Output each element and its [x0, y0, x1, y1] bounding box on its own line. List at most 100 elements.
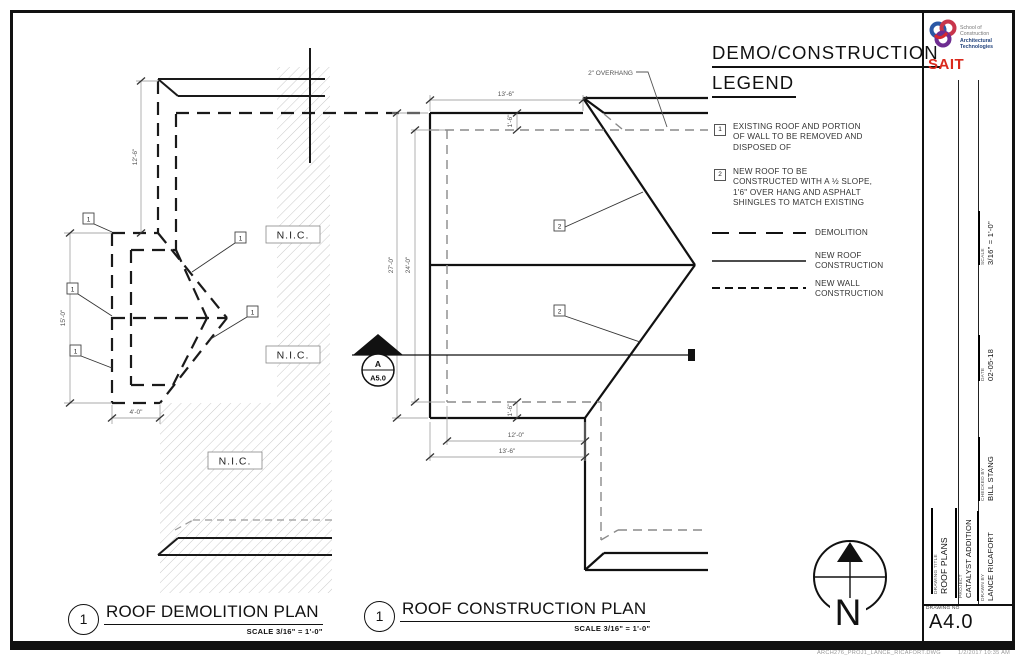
- keynote-tag: 1: [251, 310, 255, 317]
- keynote-tag: 2: [558, 224, 562, 231]
- north-label: N: [835, 592, 862, 633]
- legend-line-samples: [712, 232, 806, 289]
- nic-label: N.I.C.: [219, 456, 252, 468]
- demolition-plan-title: 1 ROOF DEMOLITION PLAN SCALE 3/16" = 1'-…: [68, 602, 323, 636]
- frame-left: [10, 10, 13, 650]
- keynote-tag: 1: [71, 287, 75, 294]
- field-separator: [978, 211, 980, 265]
- field-value: 3/16" = 1'-0": [986, 221, 995, 265]
- demo-dimension-ticks: [65, 77, 165, 422]
- construction-plan: 13'-6" 1'-6" 27'-0" 24'-0" 1'-6" 12'-0" …: [352, 70, 708, 572]
- field-separator: [955, 508, 957, 598]
- field-project: PROJECT CATALYST ADDITION: [959, 508, 978, 598]
- sait-brand-text: SAIT: [928, 56, 965, 73]
- field-value: 02-05-18: [986, 349, 995, 381]
- field-date: DATE 02-05-18: [981, 335, 1001, 381]
- field-drawing-title: DRAWING TITLE ROOF PLANS: [934, 508, 957, 594]
- dim-top-offset: 1'-6": [507, 114, 514, 128]
- keynote-tag-box: [553, 304, 566, 317]
- drawing-no-label: DRAWING NO: [926, 606, 960, 611]
- file-name-label: ARCH276_PROJ1_LANCE_RICAFORT.DWG: [817, 650, 941, 656]
- section-letter: A: [375, 359, 381, 369]
- field-checked-by: CHECKED BY BILL STANG: [981, 437, 1001, 501]
- keynote-tag: 1: [74, 349, 78, 356]
- field-value: CATALYST ADDITION: [964, 519, 973, 598]
- keynote-tag: 1: [239, 236, 243, 243]
- legend-note-text: NEW ROOF TO BE CONSTRUCTED WITH A ½ SLOP…: [733, 167, 873, 208]
- sait-org-line1: School of Construction: [960, 25, 990, 37]
- keynote-tag-box: [66, 282, 79, 295]
- dim-top: 13'-6": [498, 91, 515, 98]
- legend-title-line2: LEGEND: [712, 72, 797, 98]
- demolition-plan: 12'-6" 15'-0" 4'-0" 1 1 1 1 1 N.I.C. N.I…: [60, 48, 422, 593]
- overhang-leader: [636, 71, 668, 128]
- construction-dimension-lines: [392, 95, 586, 461]
- frame-right: [1012, 10, 1015, 650]
- section-arrow: [353, 334, 403, 355]
- plan-title-text: ROOF DEMOLITION PLAN: [104, 602, 323, 625]
- demo-dimension-lines: [64, 80, 161, 424]
- demo-demolition-dashed-lines: [110, 81, 422, 405]
- dim-left-outer: 27'-0": [388, 256, 395, 273]
- frame-top: [10, 10, 1015, 13]
- legend-title: DEMO/CONSTRUCTION LEGEND: [712, 42, 941, 102]
- nic-hatch-block: [160, 403, 332, 593]
- field-value: LANCE RICAFORT: [986, 532, 995, 601]
- frame-bottom: [10, 641, 1015, 650]
- keynote-tag-box: [82, 212, 95, 225]
- legend-note-text: EXISTING ROOF AND PORTION OF WALL TO BE …: [733, 122, 863, 152]
- plan-number-bubble: 1: [364, 601, 395, 632]
- construction-dimension-ticks: [392, 96, 590, 461]
- legend-note-tag: 2: [714, 169, 726, 181]
- demo-tags: 1 1 1 1 1: [66, 212, 259, 357]
- legend-linetype-label: NEW WALL CONSTRUCTION: [815, 279, 884, 298]
- field-separator: [931, 508, 933, 594]
- sait-logo-icon: [929, 19, 957, 48]
- construction-tag-leaders: [564, 191, 644, 343]
- dim-bottom-offset: 1'-6": [507, 403, 514, 417]
- field-scale: SCALE 3/16" = 1'-0": [981, 211, 1001, 265]
- north-arrowhead: [837, 542, 863, 562]
- legend-note-tag: 1: [714, 124, 726, 136]
- section-marker: A A5.0: [352, 334, 695, 387]
- titleblock-divider: [958, 80, 959, 604]
- field-value: BILL STANG: [986, 455, 995, 501]
- field-separator: [978, 437, 980, 501]
- nic-label-box: [207, 451, 263, 470]
- drawing-no-value: A4.0: [929, 611, 974, 633]
- keynote-tag-box: [69, 344, 82, 357]
- keynote-tag: 1: [87, 217, 91, 224]
- field-separator: [978, 335, 980, 381]
- new-roof-lines: [428, 96, 708, 572]
- section-sheet: A5.0: [370, 374, 386, 383]
- field-value: ROOF PLANS: [939, 537, 949, 594]
- plot-timestamp: 1/2/2017 10:35 AM: [958, 650, 1011, 656]
- demo-dim-vertical-upper: 12'-6": [132, 148, 139, 165]
- plan-number-bubble: 1: [68, 604, 99, 635]
- dim-left-inner: 24'-0": [405, 256, 412, 273]
- titleblock-left-border: [922, 13, 924, 641]
- demo-dim-bottom: 4'-0": [130, 409, 144, 416]
- keynote-tag-box: [246, 305, 259, 318]
- overhang-note: 2" OVERHANG: [588, 70, 633, 77]
- sait-org-line2: Architectural Technologies: [960, 38, 994, 50]
- legend-linetype-label: DEMOLITION: [815, 228, 868, 237]
- construction-plan-title: 1 ROOF CONSTRUCTION PLAN SCALE 3/16" = 1…: [364, 599, 651, 633]
- legend-linetype-label: NEW ROOF CONSTRUCTION: [815, 251, 884, 270]
- nic-labels: N.I.C. N.I.C. N.I.C.: [207, 225, 321, 470]
- demo-dim-vertical-lower: 15'-0": [60, 309, 67, 326]
- field-drawn-by: DRAWN BY LANCE RICAFORT: [981, 511, 1000, 601]
- plan-title-text: ROOF CONSTRUCTION PLAN: [400, 599, 651, 622]
- section-line-end: [688, 349, 695, 361]
- keynote-tag: 2: [558, 309, 562, 316]
- demo-existing-roof-lines: [157, 48, 332, 556]
- nic-label: N.I.C.: [277, 230, 310, 242]
- new-wall-dashed-lines: [430, 113, 708, 541]
- dim-bottom-inner: 12'-0": [508, 432, 525, 439]
- legend-title-line1: DEMO/CONSTRUCTION: [712, 42, 941, 68]
- demo-tag-leaders: [77, 223, 248, 369]
- nic-label: N.I.C.: [277, 350, 310, 362]
- plan-scale-text: SCALE 3/16" = 1'-0": [574, 624, 651, 633]
- nic-label-box: [265, 345, 321, 364]
